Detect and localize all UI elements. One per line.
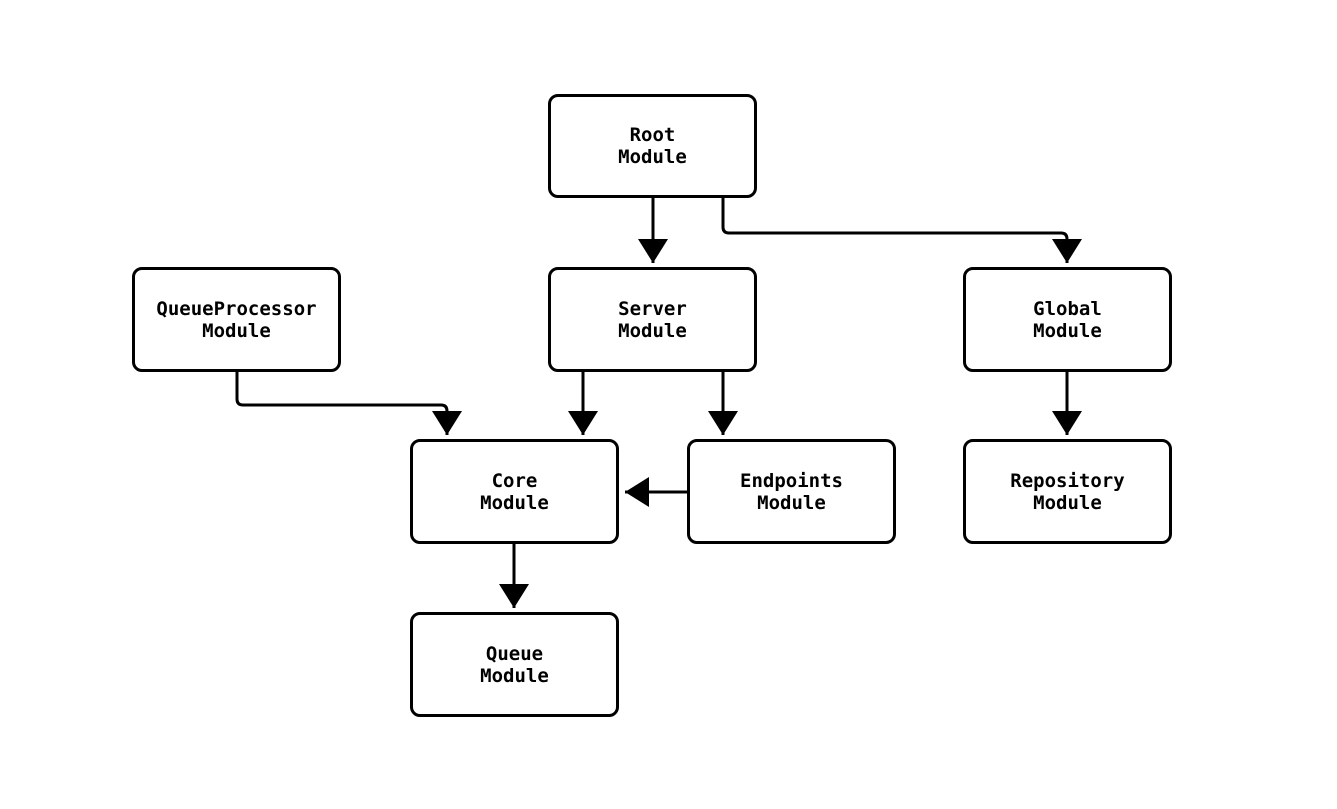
- node-endpoints-label: Endpoints Module: [740, 469, 843, 514]
- node-global-label: Global Module: [1033, 297, 1102, 342]
- node-root-label: Root Module: [618, 124, 687, 168]
- edge-queueprocessor-to-core: [235, 372, 462, 435]
- node-root-module: Root Module: [548, 94, 757, 198]
- node-queue-module: Queue Module: [410, 612, 619, 717]
- node-global-module: Global Module: [963, 267, 1172, 372]
- node-endpoints-module: Endpoints Module: [687, 439, 896, 544]
- node-core-module: Core Module: [410, 439, 619, 544]
- node-core-label: Core Module: [480, 469, 549, 514]
- node-queueprocessor-label: QueueProcessor Module: [156, 297, 317, 342]
- edge-root-to-global: [721, 198, 1082, 263]
- node-repository-label: Repository Module: [1010, 469, 1125, 514]
- node-repository-module: Repository Module: [963, 439, 1172, 544]
- node-server-label: Server Module: [618, 297, 687, 342]
- node-queueprocessor-module: QueueProcessor Module: [132, 267, 341, 372]
- node-queue-label: Queue Module: [480, 642, 549, 687]
- node-server-module: Server Module: [548, 267, 757, 372]
